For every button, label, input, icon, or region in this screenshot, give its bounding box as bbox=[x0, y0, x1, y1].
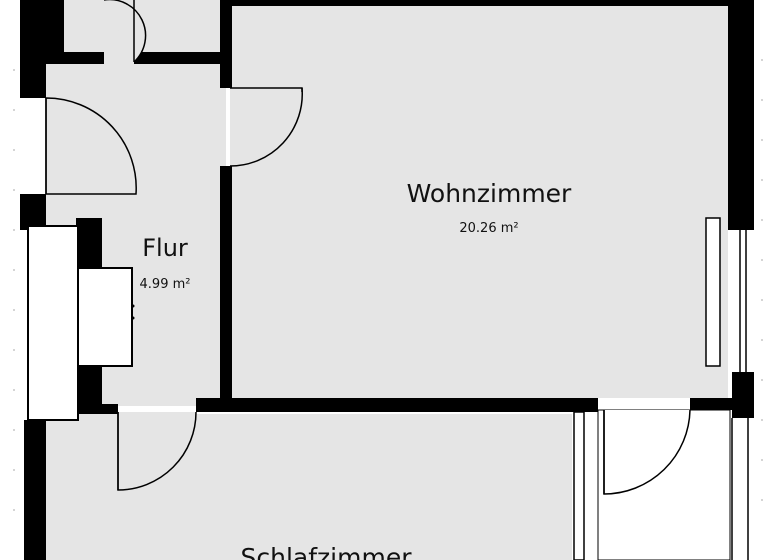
room-label-flur: Flur bbox=[142, 234, 188, 262]
room-area-flur: 4.99 m² bbox=[140, 277, 191, 292]
wall-right-lower bbox=[732, 372, 754, 418]
doors bbox=[45, 0, 691, 495]
wall-wohnzimmer-top bbox=[230, 0, 728, 6]
wall-flur-bottom-left bbox=[80, 404, 118, 414]
wall-upper-left bbox=[46, 52, 104, 64]
wall-top-stub bbox=[46, 0, 64, 62]
wall-balcony-top bbox=[690, 398, 734, 410]
window-wohnzimmer-right bbox=[705, 217, 721, 367]
windows bbox=[573, 217, 749, 560]
cabinet-outer bbox=[27, 225, 79, 421]
cabinet-inner bbox=[77, 267, 133, 367]
cabinet bbox=[27, 225, 135, 421]
wall-balcony-left bbox=[572, 398, 598, 412]
walls bbox=[20, 0, 754, 560]
wall-top-mark bbox=[486, 0, 546, 4]
wall-alcove-right bbox=[220, 0, 232, 88]
wall-flur-inner-left bbox=[76, 218, 102, 272]
wall-divider-vertical bbox=[220, 166, 232, 406]
door-wohnzimmer bbox=[229, 87, 303, 167]
room-label-schlafzimmer: Schlafzimmer bbox=[241, 543, 413, 560]
grid-dots bbox=[13, 59, 763, 511]
wall-alcove-bottom bbox=[134, 52, 230, 64]
door-flur-left bbox=[45, 97, 137, 195]
wall-left-mid bbox=[20, 194, 46, 230]
room-label-wohnzimmer: Wohnzimmer bbox=[407, 179, 572, 208]
door-top-alcove bbox=[104, 0, 147, 63]
wall-left-bottom bbox=[24, 420, 46, 560]
wall-right-top bbox=[728, 0, 754, 230]
floor-wohnzimmer bbox=[230, 4, 728, 398]
wall-left-top bbox=[20, 0, 46, 98]
door-schlafzimmer bbox=[117, 411, 197, 491]
door-balcony bbox=[603, 409, 691, 495]
wall-horizontal-mid bbox=[196, 398, 598, 412]
room-area-wohnzimmer: 20.26 m² bbox=[459, 221, 518, 236]
window-schlafzimmer-right bbox=[573, 411, 585, 560]
